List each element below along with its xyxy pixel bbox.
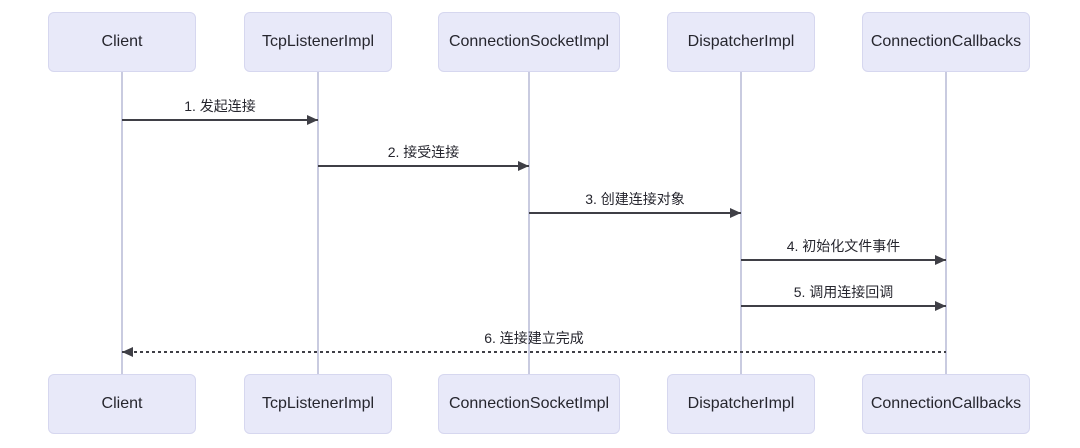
message-2-arrowhead [518, 161, 529, 171]
message-4-arrowhead [935, 255, 946, 265]
participant-label: TcpListenerImpl [261, 33, 375, 50]
participant-label: TcpListenerImpl [261, 395, 375, 412]
message-2-line [318, 165, 529, 167]
participant-bottom-dispatcher-impl: DispatcherImpl [667, 374, 815, 434]
participant-top-client: Client [48, 12, 196, 72]
message-1-label: 1. 发起连接 [184, 98, 256, 114]
lifeline-tcp-listener-impl [317, 72, 319, 374]
participant-label: Client [101, 33, 143, 50]
participant-label: Client [101, 395, 143, 412]
message-3-arrowhead [730, 208, 741, 218]
message-2-label: 2. 接受连接 [387, 144, 460, 160]
lifeline-dispatcher-impl [740, 72, 742, 374]
message-5-label: 5. 调用连接回调 [793, 284, 894, 300]
participant-label: DispatcherImpl [687, 395, 795, 412]
message-1-line [122, 119, 318, 121]
lifeline-connection-socket-impl [528, 72, 530, 374]
message-6-line [122, 351, 946, 353]
participant-bottom-connection-socket-impl: ConnectionSocketImpl [438, 374, 620, 434]
participant-top-connection-socket-impl: ConnectionSocketImpl [438, 12, 620, 72]
message-6-arrowhead [122, 347, 133, 357]
participant-label: ConnectionCallbacks [870, 33, 1022, 50]
participant-bottom-client: Client [48, 374, 196, 434]
participant-top-tcp-listener-impl: TcpListenerImpl [244, 12, 392, 72]
participant-bottom-tcp-listener-impl: TcpListenerImpl [244, 374, 392, 434]
participant-label: DispatcherImpl [687, 33, 795, 50]
participant-label: ConnectionSocketImpl [448, 33, 610, 50]
lifeline-client [121, 72, 123, 374]
participant-top-connection-callbacks: ConnectionCallbacks [862, 12, 1030, 72]
message-3-line [529, 212, 741, 214]
message-5-line [741, 305, 946, 307]
message-4-line [741, 259, 946, 261]
message-4-label: 4. 初始化文件事件 [786, 238, 901, 254]
lifeline-connection-callbacks [945, 72, 947, 374]
message-5-arrowhead [935, 301, 946, 311]
participant-label: ConnectionSocketImpl [448, 395, 610, 412]
participant-label: ConnectionCallbacks [870, 395, 1022, 412]
message-3-label: 3. 创建连接对象 [585, 191, 685, 207]
message-1-arrowhead [307, 115, 318, 125]
participant-top-dispatcher-impl: DispatcherImpl [667, 12, 815, 72]
message-6-label: 6. 连接建立完成 [484, 330, 584, 346]
participant-bottom-connection-callbacks: ConnectionCallbacks [862, 374, 1030, 434]
